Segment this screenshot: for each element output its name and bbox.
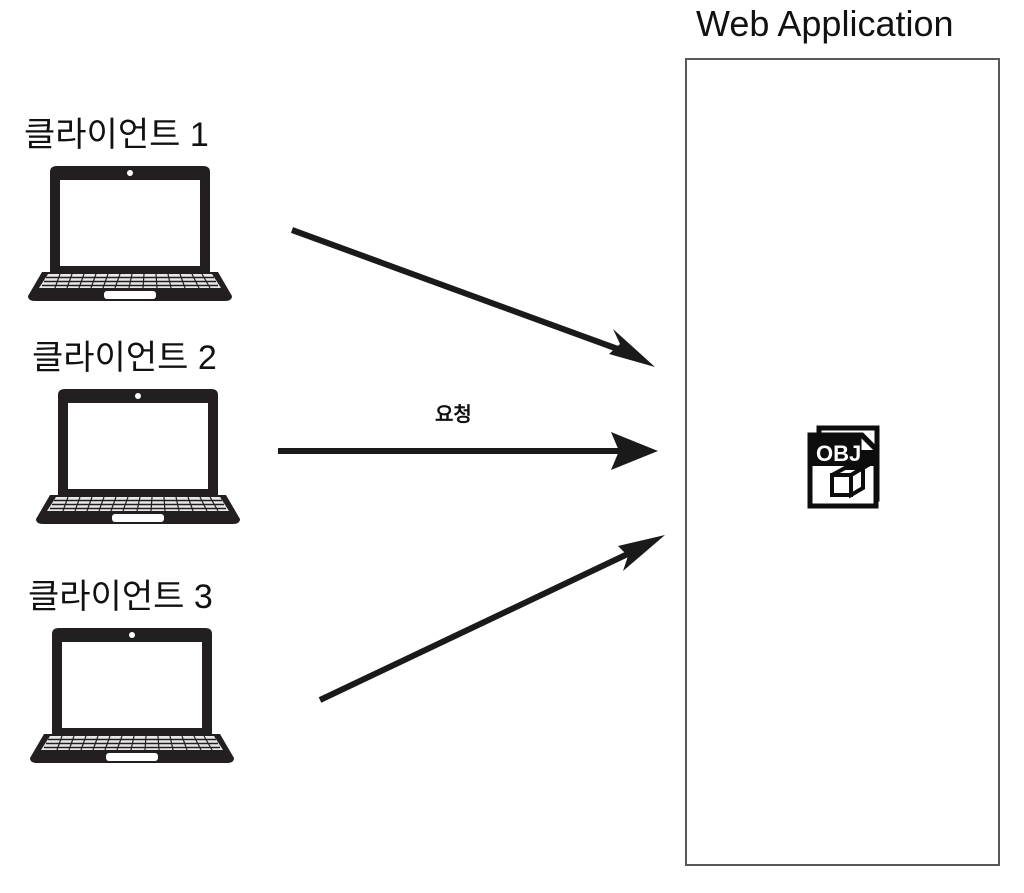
obj-file-icon: OBJ (805, 421, 893, 511)
laptop-icon-client-1 (24, 160, 236, 305)
arrow-client-2-to-webapp (278, 432, 658, 470)
obj-header-text: OBJ (816, 441, 861, 466)
client-3-label: 클라이언트 3 (28, 578, 213, 616)
client-2-label: 클라이언트 2 (32, 339, 217, 377)
arrow-client-1-to-webapp (290, 227, 655, 367)
arrow-client-3-to-webapp (318, 535, 665, 703)
client-1-label: 클라이언트 1 (24, 116, 209, 154)
webapp-title: Web Application (696, 3, 954, 44)
laptop-icon-client-2 (32, 383, 244, 528)
laptop-icon-client-3 (26, 622, 238, 767)
request-arrow-label: 요청 (435, 404, 472, 426)
